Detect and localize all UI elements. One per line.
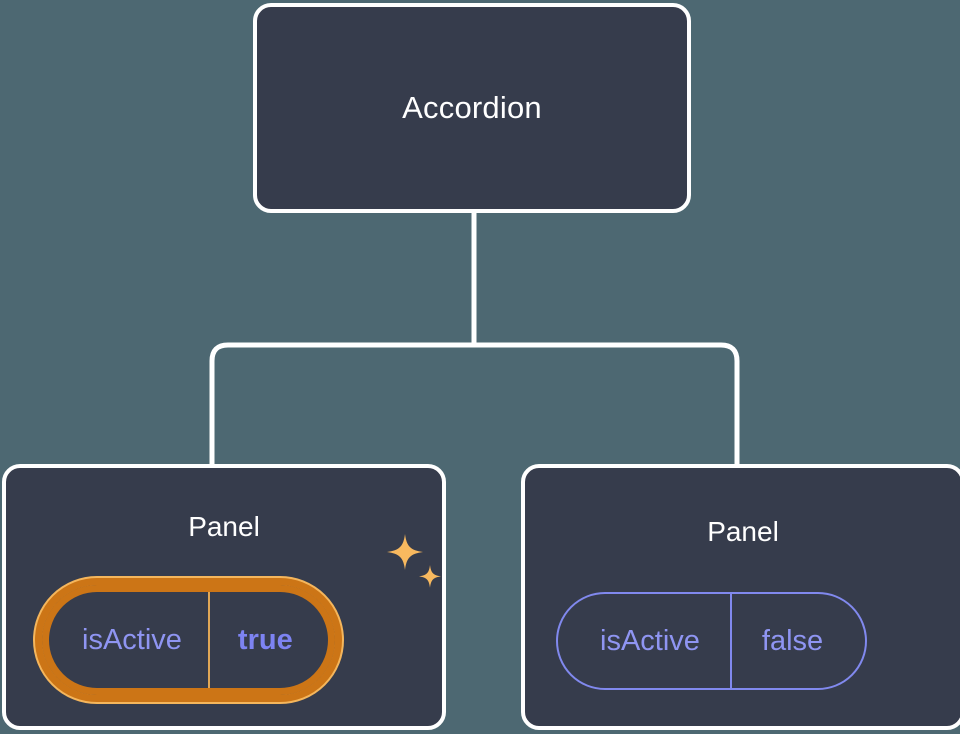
prop-pill-active[interactable]: isActive true [33, 576, 344, 704]
node-panel-active-label: Panel [188, 511, 260, 542]
prop-pill-inactive-key: isActive [600, 624, 700, 657]
connector-branch-left [209, 342, 474, 466]
prop-pill-inactive-wrapper: isActive false [556, 592, 868, 690]
prop-pill-inactive[interactable]: isActive false [556, 592, 868, 690]
node-accordion[interactable]: Accordion [253, 3, 691, 213]
prop-pill-active-wrapper: isActive true [33, 576, 344, 704]
prop-pill-active-key: isActive [82, 623, 182, 656]
node-panel-inactive-label: Panel [707, 516, 779, 547]
prop-pill-active-value: true [207, 585, 335, 695]
connector-branch-right [474, 342, 740, 466]
node-accordion-label: Accordion [402, 89, 542, 125]
prop-pill-inactive-value: false [729, 594, 865, 688]
